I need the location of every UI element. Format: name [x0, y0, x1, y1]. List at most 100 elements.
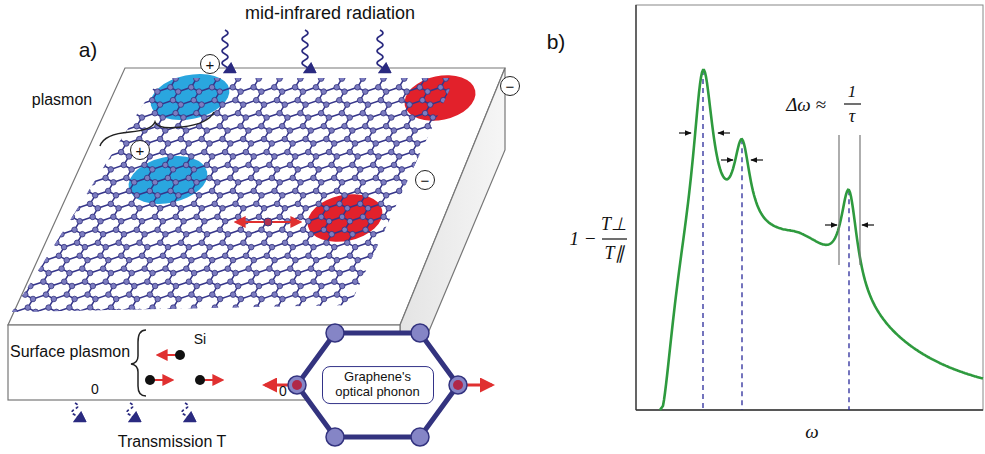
- width-arrow: [679, 132, 691, 133]
- atom: [61, 244, 67, 250]
- atom: [391, 266, 397, 272]
- atom: [446, 227, 452, 233]
- atom: [264, 253, 270, 259]
- atom: [222, 115, 228, 121]
- atom: [441, 270, 447, 276]
- atom: [277, 110, 283, 116]
- atom: [256, 214, 262, 220]
- atom: [345, 309, 351, 315]
- atom: [186, 279, 192, 285]
- atom: [238, 193, 244, 199]
- atom: [373, 175, 379, 181]
- radiation-arrow: [182, 403, 188, 421]
- atom: [38, 266, 44, 272]
- atom: [401, 76, 407, 82]
- atom: [233, 270, 239, 276]
- atom: [277, 180, 283, 186]
- atom: [222, 218, 228, 224]
- atom: [282, 205, 288, 211]
- charge-symbol: +: [206, 57, 215, 72]
- atom: [196, 89, 202, 95]
- atom: [373, 141, 379, 147]
- atom: [479, 85, 485, 91]
- atom: [305, 115, 311, 121]
- atom: [197, 296, 203, 302]
- atom: [248, 279, 254, 285]
- atom: [446, 123, 452, 129]
- atom: [498, 141, 504, 147]
- atom: [113, 296, 119, 302]
- atom: [145, 244, 151, 250]
- atom: [124, 244, 130, 250]
- atom: [466, 89, 472, 95]
- atom: [311, 72, 317, 78]
- atom: [360, 283, 366, 289]
- atom: [368, 253, 374, 259]
- atom: [181, 253, 187, 259]
- atom: [495, 59, 501, 65]
- atom: [33, 309, 39, 315]
- atom: [391, 128, 397, 134]
- atom: [298, 180, 304, 186]
- atom: [48, 214, 54, 220]
- atom: [469, 205, 475, 211]
- atom: [246, 231, 252, 237]
- atom: [443, 76, 449, 82]
- atom: [30, 227, 36, 233]
- atom: [230, 188, 236, 194]
- atom: [396, 154, 402, 160]
- atom: [2, 292, 8, 298]
- atom: [235, 76, 241, 82]
- atom: [147, 188, 153, 194]
- atom: [279, 89, 285, 95]
- atom: [321, 123, 327, 129]
- atom: [251, 292, 257, 298]
- hexagon: [297, 333, 458, 437]
- charge-symbol: −: [506, 79, 515, 94]
- atom: [337, 97, 343, 103]
- atom: [80, 266, 86, 272]
- atom: [334, 188, 340, 194]
- atom: [54, 240, 60, 246]
- peak-line: [848, 190, 849, 410]
- atom: [370, 128, 376, 134]
- atom: [441, 167, 447, 173]
- atom: [266, 128, 272, 134]
- y-axis: [635, 5, 636, 410]
- atom: [170, 63, 176, 69]
- atom: [199, 309, 205, 315]
- atom: [144, 175, 150, 181]
- atom: [233, 167, 239, 173]
- plot-frame: [636, 5, 983, 410]
- atom: [17, 266, 23, 272]
- atom: [303, 136, 309, 142]
- atom: [20, 279, 26, 285]
- atom: [319, 214, 325, 220]
- atom: [326, 218, 332, 224]
- atom: [394, 141, 400, 147]
- atom: [267, 162, 273, 168]
- atom: [82, 175, 88, 181]
- atom: [41, 279, 47, 285]
- peak-line: [741, 139, 742, 410]
- atom: [214, 76, 220, 82]
- atom: [230, 257, 236, 263]
- width-arrow: [825, 224, 837, 225]
- atom: [157, 205, 163, 211]
- atom: [409, 115, 415, 121]
- atom: [82, 141, 88, 147]
- atom: [500, 154, 506, 160]
- atom: [435, 72, 441, 78]
- atom: [378, 167, 384, 173]
- atom: [337, 63, 343, 69]
- atom: [363, 296, 369, 302]
- atom: [256, 76, 262, 82]
- atom: [298, 214, 304, 220]
- atom: [145, 279, 151, 285]
- atom: [207, 279, 213, 285]
- atom: [487, 123, 493, 129]
- atom: [560, 72, 566, 78]
- part-label: plasmon: [32, 91, 92, 109]
- atom: [464, 76, 470, 82]
- width-guide: [838, 135, 839, 265]
